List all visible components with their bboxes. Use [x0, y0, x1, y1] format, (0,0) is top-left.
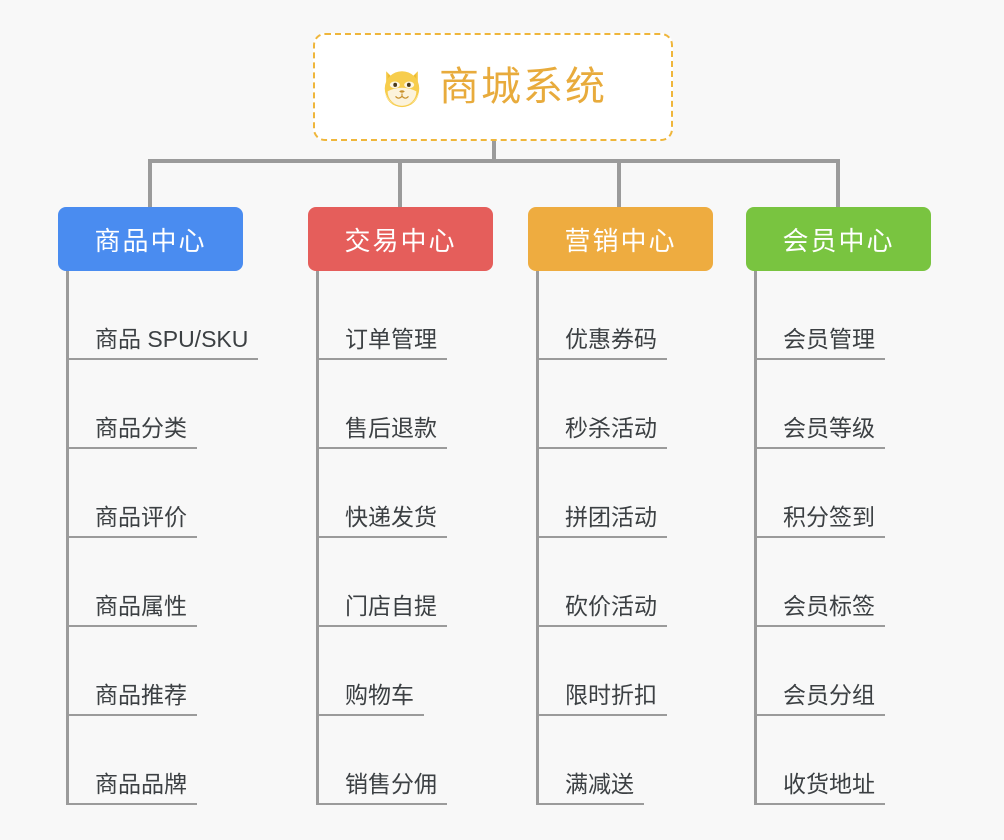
branch-header-trade[interactable]: 交易中心: [308, 207, 493, 271]
leaf-label: 订单管理: [319, 325, 447, 360]
leaf-label: 积分签到: [757, 503, 885, 538]
branch-column-member: 会员中心 会员管理 会员等级 积分签到 会员标签 会员分组 收货地址: [746, 207, 966, 805]
leaf-label: 会员等级: [757, 414, 885, 449]
list-item[interactable]: 商品品牌: [69, 716, 278, 805]
root-title: 商城系统: [439, 65, 607, 109]
list-item[interactable]: 积分签到: [757, 449, 966, 538]
leaf-label: 购物车: [319, 681, 424, 716]
branch-items-member: 会员管理 会员等级 积分签到 会员标签 会员分组 收货地址: [754, 271, 966, 805]
connector-drop-1: [148, 159, 152, 207]
list-item[interactable]: 商品 SPU/SKU: [69, 271, 278, 360]
leaf-label: 商品分类: [69, 414, 197, 449]
leaf-label: 快递发货: [319, 503, 447, 538]
list-item[interactable]: 会员分组: [757, 627, 966, 716]
list-item[interactable]: 门店自提: [319, 538, 528, 627]
leaf-label: 商品 SPU/SKU: [69, 325, 259, 360]
leaf-label: 拼团活动: [539, 503, 667, 538]
leaf-label: 商品属性: [69, 592, 197, 627]
connector-drop-3: [617, 159, 621, 207]
leaf-label: 售后退款: [319, 414, 447, 449]
leaf-label: 商品品牌: [69, 770, 197, 805]
list-item[interactable]: 售后退款: [319, 360, 528, 449]
branch-items-product: 商品 SPU/SKU 商品分类 商品评价 商品属性 商品推荐 商品品牌: [66, 271, 278, 805]
list-item[interactable]: 限时折扣: [539, 627, 748, 716]
list-item[interactable]: 会员管理: [757, 271, 966, 360]
list-item[interactable]: 商品推荐: [69, 627, 278, 716]
list-item[interactable]: 优惠券码: [539, 271, 748, 360]
connector-root-stem: [492, 141, 496, 162]
list-item[interactable]: 商品分类: [69, 360, 278, 449]
leaf-label: 商品评价: [69, 503, 197, 538]
branch-header-product[interactable]: 商品中心: [58, 207, 243, 271]
list-item[interactable]: 拼团活动: [539, 449, 748, 538]
branch-header-member[interactable]: 会员中心: [746, 207, 931, 271]
list-item[interactable]: 会员等级: [757, 360, 966, 449]
connector-drop-4: [836, 159, 840, 207]
leaf-label: 销售分佣: [319, 770, 447, 805]
leaf-label: 收货地址: [757, 770, 885, 805]
list-item[interactable]: 会员标签: [757, 538, 966, 627]
leaf-label: 秒杀活动: [539, 414, 667, 449]
leaf-label: 满减送: [539, 770, 644, 805]
list-item[interactable]: 秒杀活动: [539, 360, 748, 449]
root-node[interactable]: 商城系统: [313, 33, 673, 141]
list-item[interactable]: 满减送: [539, 716, 748, 805]
leaf-label: 会员分组: [757, 681, 885, 716]
branch-items-marketing: 优惠券码 秒杀活动 拼团活动 砍价活动 限时折扣 满减送: [536, 271, 748, 805]
branch-items-trade: 订单管理 售后退款 快递发货 门店自提 购物车 销售分佣: [316, 271, 528, 805]
list-item[interactable]: 销售分佣: [319, 716, 528, 805]
leaf-label: 砍价活动: [539, 592, 667, 627]
list-item[interactable]: 收货地址: [757, 716, 966, 805]
leaf-label: 商品推荐: [69, 681, 197, 716]
branch-column-product: 商品中心 商品 SPU/SKU 商品分类 商品评价 商品属性 商品推荐 商品品牌: [58, 207, 278, 805]
list-item[interactable]: 购物车: [319, 627, 528, 716]
leaf-label: 限时折扣: [539, 681, 667, 716]
connector-drop-2: [398, 159, 402, 207]
leaf-label: 优惠券码: [539, 325, 667, 360]
branch-header-marketing[interactable]: 营销中心: [528, 207, 713, 271]
leaf-label: 门店自提: [319, 592, 447, 627]
list-item[interactable]: 商品评价: [69, 449, 278, 538]
list-item[interactable]: 商品属性: [69, 538, 278, 627]
branch-column-trade: 交易中心 订单管理 售后退款 快递发货 门店自提 购物车 销售分佣: [308, 207, 528, 805]
shiba-dog-face-icon: [384, 71, 420, 108]
leaf-label: 会员标签: [757, 592, 885, 627]
list-item[interactable]: 订单管理: [319, 271, 528, 360]
branch-column-marketing: 营销中心 优惠券码 秒杀活动 拼团活动 砍价活动 限时折扣 满减送: [528, 207, 748, 805]
leaf-label: 会员管理: [757, 325, 885, 360]
connector-horizontal-bus: [148, 159, 840, 163]
list-item[interactable]: 砍价活动: [539, 538, 748, 627]
list-item[interactable]: 快递发货: [319, 449, 528, 538]
